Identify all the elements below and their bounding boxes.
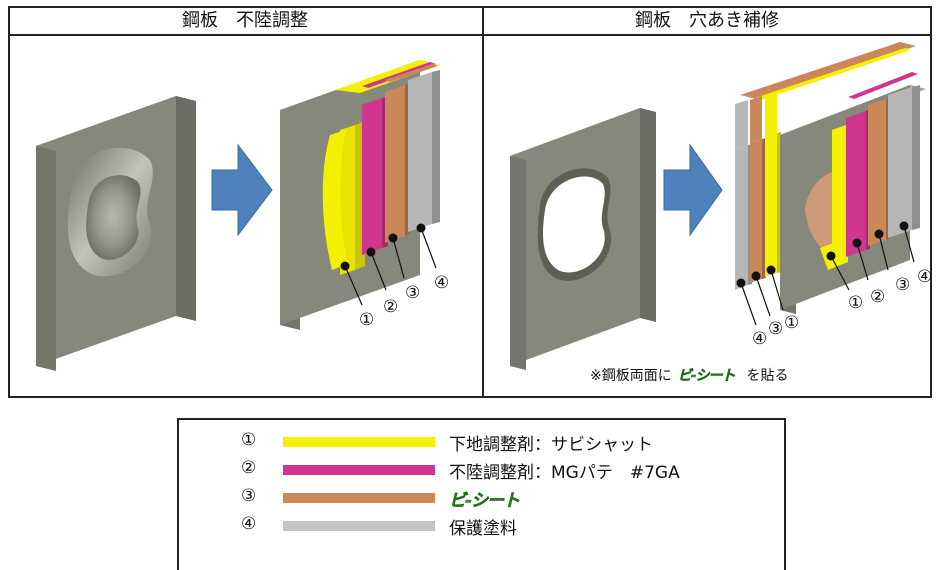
callout-right-back-3: ③: [895, 275, 910, 295]
legend-label: 不陸調整剤：MGパテ #7GA: [449, 463, 680, 483]
double-sided-repaired-plate: [735, 42, 926, 326]
legend-row-2: ② 不陸調整剤：MGパテ #7GA: [179, 456, 784, 484]
callout-left-1: ①: [359, 310, 374, 330]
process-arrow-right: [663, 143, 723, 237]
callout-right-front-3: ③: [768, 319, 783, 339]
holed-plate: [510, 108, 656, 370]
callout-right-front-4: ④: [752, 329, 767, 349]
diagram-frame: [8, 6, 932, 398]
left-panel-title: 鋼板 不陸調整: [182, 10, 308, 31]
header-divider: [8, 34, 932, 36]
legend-swatch-brown: [283, 493, 435, 503]
legend-row-1: ① 下地調整剤：サビシャット: [179, 428, 784, 456]
legend-number: ①: [241, 430, 257, 450]
layered-repaired-plate: [280, 60, 440, 330]
callout-right-back-1: ①: [848, 293, 863, 313]
legend-number: ③: [241, 486, 257, 506]
bi-sheet-logo: ビ-シート: [677, 368, 735, 385]
note-prefix: ※鋼板両面に: [590, 368, 672, 384]
callout-left-4: ④: [434, 273, 449, 293]
note-suffix: を貼る: [746, 368, 789, 384]
legend-number: ④: [241, 514, 257, 534]
application-note: ※鋼板両面に ビ-シート を貼る: [590, 366, 789, 386]
legend-swatch-yellow: [283, 437, 435, 447]
legend-swatch-magenta: [283, 465, 435, 475]
panel-divider: [482, 6, 484, 398]
diagram-illustration: ① ② ③ ④: [36, 42, 932, 371]
legend-number: ②: [241, 458, 257, 478]
legend-swatch-gray: [283, 521, 435, 531]
legend-label: 保護塗料: [449, 519, 517, 539]
dented-plate: [36, 96, 196, 371]
callout-right-back-2: ②: [870, 287, 885, 307]
legend-row-3: ③ ビ-シート: [179, 484, 784, 512]
callout-right-back-4: ④: [917, 267, 932, 287]
callout-left-2: ②: [383, 297, 398, 317]
callout-right-front-1: ①: [784, 313, 799, 333]
bi-sheet-logo: ビ-シート: [449, 491, 521, 512]
process-arrow-left: [211, 143, 273, 237]
legend-label: 下地調整剤：サビシャット: [449, 435, 653, 455]
legend: ① 下地調整剤：サビシャット ② 不陸調整剤：MGパテ #7GA ③ ビ-シート…: [177, 418, 786, 570]
callout-left-3: ③: [405, 283, 420, 303]
legend-row-4: ④ 保護塗料: [179, 512, 784, 540]
right-panel-title: 鋼板 穴あき補修: [635, 10, 779, 31]
